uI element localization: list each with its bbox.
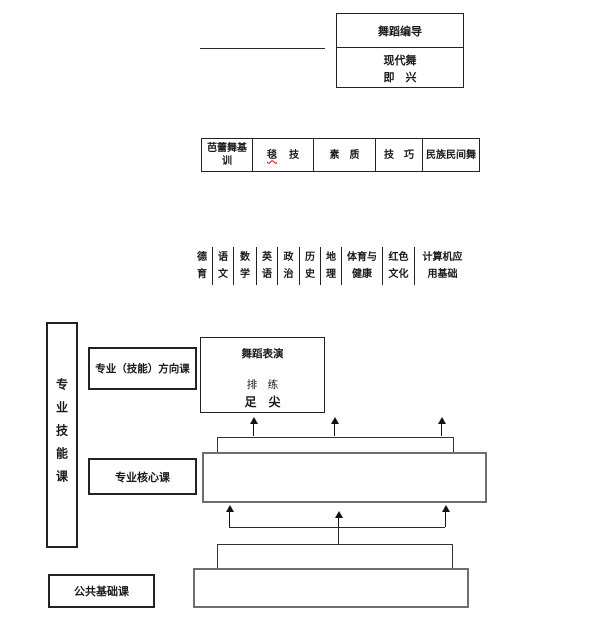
- subject-line: 语: [262, 269, 272, 280]
- subject-line: 德: [197, 252, 207, 263]
- subject-line: 健康: [352, 269, 372, 280]
- up-arrow-icon: [249, 417, 258, 436]
- rehearsal-label: 排 练: [246, 379, 279, 391]
- subject-line: 体育与: [347, 252, 377, 263]
- choreography-box: 舞蹈编导 现代舞 即 兴: [336, 13, 464, 88]
- connector-line: [200, 48, 325, 49]
- skill-cell-mat-rest: 技: [289, 149, 299, 161]
- subject-line: 治: [283, 269, 294, 280]
- up-arrow-icon: [437, 417, 446, 436]
- performance-title: 舞蹈表演: [241, 348, 284, 360]
- core-course-label-box: 专业核心课: [88, 458, 197, 495]
- direction-course-box: 专业（技能）方向课: [88, 347, 197, 390]
- subject-history: 历 史: [300, 247, 321, 285]
- subject-line: 史: [305, 269, 315, 280]
- subject-line: 政: [283, 252, 294, 263]
- skill-cell-technique: 技 巧: [376, 139, 423, 171]
- bracket-line: [229, 527, 445, 528]
- subject-pe-health: 体育与 健康: [342, 247, 383, 285]
- core-stage-top-rect: [217, 437, 454, 452]
- choreography-box-body: 现代舞 即 兴: [337, 48, 463, 86]
- subject-chinese: 语 文: [213, 247, 234, 285]
- skill-course-vertical-box: 专业技能课: [46, 322, 78, 548]
- skill-cell-fitness: 素 质: [314, 139, 376, 171]
- subject-line: 计算机应: [422, 252, 463, 263]
- core-course-rect: [202, 452, 487, 503]
- bracket-stem-line: [338, 527, 339, 544]
- subject-red-culture: 红色 文化: [383, 247, 415, 285]
- up-arrow-icon: [225, 505, 234, 527]
- subject-line: 地: [326, 252, 336, 263]
- spellcheck-underline: 毯: [267, 149, 277, 161]
- subject-computer: 计算机应 用基础: [415, 247, 470, 285]
- pointe-label: 足 尖: [244, 395, 281, 409]
- up-arrow-icon: [330, 417, 339, 436]
- subject-line: 历: [305, 252, 315, 263]
- up-arrow-icon: [334, 511, 343, 527]
- public-course-label-box: 公共基础课: [48, 574, 155, 608]
- subject-line: 文: [218, 269, 228, 280]
- subject-moral: 德 育: [192, 247, 213, 285]
- foundation-stage-top-rect: [217, 544, 453, 568]
- skill-cell-mat: 毯 技: [253, 139, 314, 171]
- subject-line: 理: [326, 269, 336, 280]
- performance-box: 舞蹈表演 排 练 足 尖: [200, 337, 325, 413]
- subject-english: 英 语: [257, 247, 278, 285]
- subject-line: 用基础: [427, 269, 458, 280]
- subjects-row: 德 育 语 文 数 学 英 语 政 治 历 史 地 理 体育与 健康: [192, 247, 470, 285]
- foundation-course-rect: [193, 568, 469, 608]
- up-arrow-icon: [441, 505, 450, 527]
- skills-row: 芭蕾舞基训 毯 技 素 质 技 巧 民族民间舞: [201, 138, 480, 172]
- subject-line: 英: [262, 252, 272, 263]
- skill-cell-folk: 民族民间舞: [426, 149, 476, 161]
- subject-geography: 地 理: [321, 247, 342, 285]
- subject-line: 育: [197, 269, 207, 280]
- modern-dance-label: 现代舞: [383, 54, 417, 67]
- subject-line: 红色: [388, 252, 409, 263]
- subject-line: 数: [240, 252, 250, 263]
- subject-math: 数 学: [234, 247, 257, 285]
- subject-line: 文化: [388, 269, 409, 280]
- subject-line: 语: [218, 252, 228, 263]
- subject-line: 学: [240, 269, 250, 280]
- choreography-box-title: 舞蹈编导: [337, 14, 463, 48]
- improvisation-label: 即 兴: [383, 71, 417, 84]
- skill-cell-ballet: 芭蕾舞基训: [202, 139, 253, 171]
- subject-politics: 政 治: [278, 247, 300, 285]
